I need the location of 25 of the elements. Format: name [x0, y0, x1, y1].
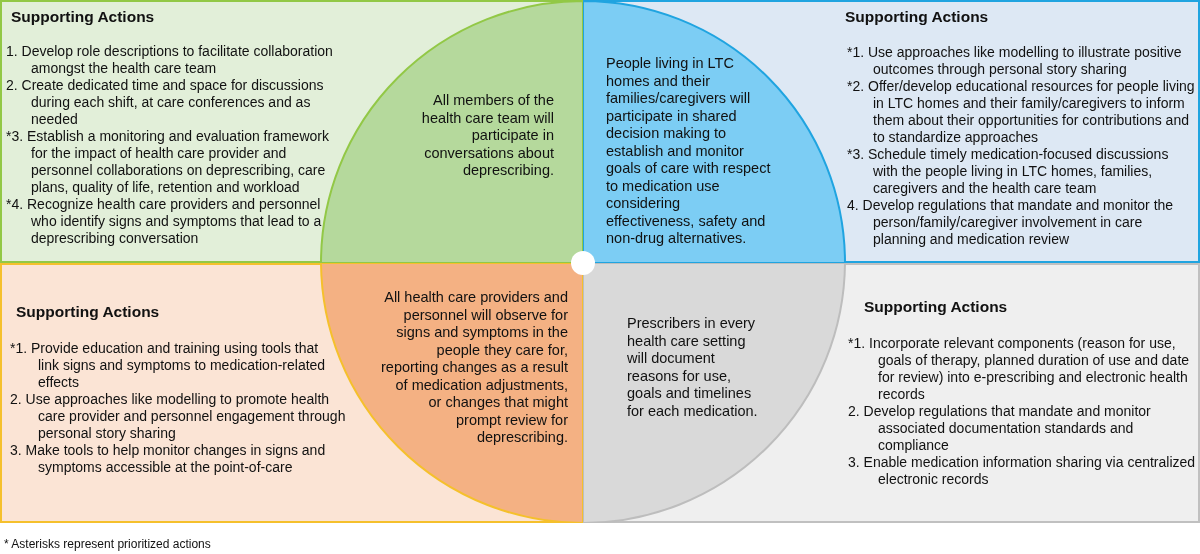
list-item: 2. Develop regulations that mandate and monitor associated documentation standards and compliance — [848, 403, 1152, 454]
list-item: *2. Offer/develop educational resources for people living in LTC homes and their family/caregivers to inform them about their opportunities for contributions and to standardize approaches — [847, 78, 1195, 146]
list-item: 4. Develop regulations that mandate and monitor the person/family/caregiver involvement in care planning and medication review — [847, 197, 1175, 248]
statement-text: All health care providers and personnel will observe for signs and symptoms in the people they care for, reporting changes as a result of medication adjustments, or changes that might prompt review for deprescribing. — [380, 289, 568, 447]
section-heading: Supporting Actions — [864, 298, 1008, 316]
section-heading: Supporting Actions — [845, 8, 989, 26]
footnote-text: * Asterisks represent prioritized actions — [4, 537, 211, 551]
statement-text: People living in LTC homes and their families/caregivers will participate in shared decision making to establish and monitor goals of care with respect to medication use considering effectiveness, safety and non-drug alternatives. — [606, 55, 772, 248]
list-item: 2. Create dedicated time and space for discussions during each shift, at care conferences and as needed — [6, 77, 325, 128]
list-item: *4. Recognize health care providers and personnel who identify signs and symptoms that lead to a deprescribing conversation — [6, 196, 323, 247]
quarter-circle-segment — [583, 263, 846, 523]
list-item: *1. Use approaches like modelling to illustrate positive outcomes through personal story sharing — [847, 44, 1183, 78]
list-item: *3. Schedule timely medication-focused discussions with the people living in LTC homes, families, caregivers and the health care team — [847, 146, 1170, 197]
list-item: 3. Make tools to help monitor changes in signs and symptoms accessible at the point-of-care — [10, 442, 327, 476]
list-item: *1. Provide education and training using tools that link signs and symptoms to medication-related effects — [10, 340, 327, 391]
list-item: 1. Develop role descriptions to facilitate collaboration amongst the health care team — [6, 43, 334, 77]
section-heading: Supporting Actions — [16, 303, 160, 321]
statement-text: Prescribers in every health care setting will document reasons for use, goals and timelines for each medication. — [627, 315, 759, 420]
statement-text: All members of the health care team will participate in conversations about deprescribing. — [420, 92, 554, 180]
list-item: *3. Establish a monitoring and evaluation framework for the impact of health care provider and personnel collaborations on deprescribing, care plans, quality of life, retention and workload — [6, 128, 330, 196]
quarter-circle-segment — [583, 0, 846, 263]
list-item: 3. Enable medication information sharing via centralized electronic records — [848, 454, 1197, 488]
list-item: 2. Use approaches like modelling to promote health care provider and personnel engagement through personal story sharing — [10, 391, 347, 442]
section-heading: Supporting Actions — [11, 8, 155, 26]
list-item: *1. Incorporate relevant components (reason for use, goals of therapy, planned duration of use and date for review) into e-prescribing and electronic health records — [848, 335, 1191, 403]
